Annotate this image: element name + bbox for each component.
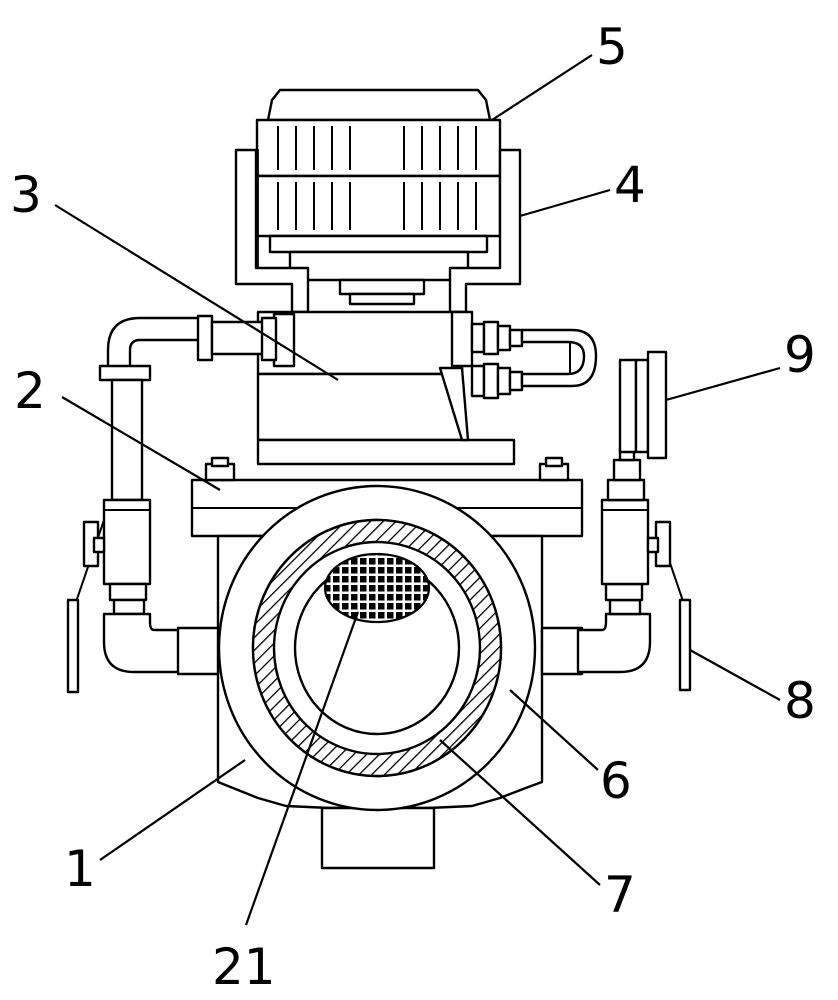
label-2: 2 — [14, 362, 46, 420]
label-8: 8 — [784, 672, 816, 730]
label-1: 1 — [64, 840, 96, 898]
part-labels: 5 4 3 2 9 8 6 7 1 21 — [10, 18, 816, 996]
label-4: 4 — [614, 156, 646, 214]
label-21: 21 — [212, 938, 276, 996]
motor-cooling-fins-upper — [277, 126, 477, 170]
right-valve-handle — [646, 520, 692, 692]
pressure-gauge — [618, 350, 668, 460]
label-7: 7 — [604, 866, 636, 924]
left-valve-handle — [66, 519, 106, 694]
leader-lines — [54, 54, 781, 926]
left-pipe-assembly — [98, 314, 278, 676]
outlet-ring — [217, 484, 537, 812]
label-5: 5 — [596, 18, 628, 76]
pump-head — [256, 310, 516, 466]
label-6: 6 — [600, 752, 632, 810]
motor-cooling-fins-lower — [277, 182, 477, 230]
right-upper-connectors — [450, 310, 598, 400]
label-9: 9 — [784, 326, 816, 384]
label-3: 3 — [10, 166, 42, 224]
right-pipe-assembly — [540, 446, 652, 676]
motor — [255, 88, 502, 306]
